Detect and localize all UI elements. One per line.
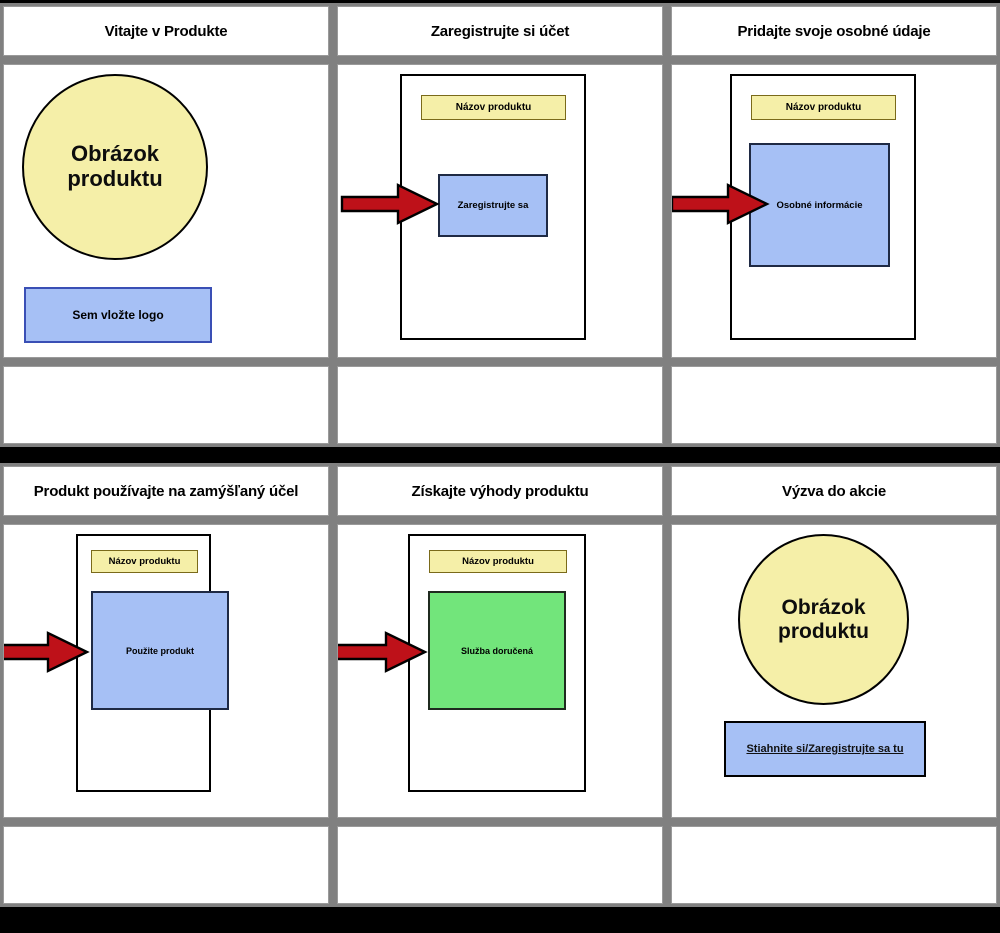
- logo-placeholder-box: Sem vložte logo: [24, 287, 212, 343]
- panel-2[interactable]: Zaregistrujte si účet Názov produktu Zar…: [337, 6, 663, 444]
- panel-1-art[interactable]: Obrázok produktu Sem vložte logo: [3, 64, 329, 358]
- panel-4-title: Produkt používajte na zamýšľaný účel: [33, 482, 299, 500]
- product-name-bar: Názov produktu: [429, 550, 567, 573]
- panel-2-title-cell: Zaregistrujte si účet: [337, 6, 663, 56]
- panel-2-art[interactable]: Názov produktu Zaregistrujte sa: [337, 64, 663, 358]
- cta-download-register-label: Stiahnite si/Zaregistrujte sa tu: [746, 743, 904, 755]
- panel-1-caption-cell[interactable]: [3, 366, 329, 444]
- product-name-bar-label: Názov produktu: [785, 102, 862, 113]
- panel-3-caption-cell[interactable]: [671, 366, 997, 444]
- panel-3-art[interactable]: Názov produktu Osobné informácie: [671, 64, 997, 358]
- panel-2-title: Zaregistrujte si účet: [430, 22, 570, 40]
- service-delivered-screen-box[interactable]: Služba doručená: [428, 591, 566, 710]
- product-name-bar: Názov produktu: [421, 95, 566, 120]
- logo-placeholder-label: Sem vložte logo: [72, 308, 164, 322]
- use-product-screen-box[interactable]: Použite produkt: [91, 591, 229, 710]
- product-image-circle: Obrázok produktu: [22, 74, 208, 260]
- product-image-circle: Obrázok produktu: [738, 534, 909, 705]
- product-name-bar: Názov produktu: [751, 95, 896, 120]
- product-name-bar-label: Názov produktu: [108, 556, 181, 567]
- product-image-circle-label: Obrázok produktu: [67, 141, 163, 191]
- storyboard-row-1: Vitajte v Produkte Obrázok produktu Sem …: [0, 3, 1000, 447]
- panel-5-title-cell: Získajte výhody produktu: [337, 466, 663, 516]
- flow-arrow-icon: [672, 183, 770, 225]
- panel-4-caption-cell[interactable]: [3, 826, 329, 904]
- panel-5-title: Získajte výhody produktu: [411, 482, 589, 500]
- panel-4-title-cell: Produkt používajte na zamýšľaný účel: [3, 466, 329, 516]
- personal-info-screen-label: Osobné informácie: [776, 199, 863, 211]
- signup-screen-box[interactable]: Zaregistrujte sa: [438, 174, 548, 237]
- panel-4[interactable]: Produkt používajte na zamýšľaný účel Náz…: [3, 466, 329, 904]
- panel-6-art[interactable]: Obrázok produktu Stiahnite si/Zaregistru…: [671, 524, 997, 818]
- panel-3-title-cell: Pridajte svoje osobné údaje: [671, 6, 997, 56]
- use-product-screen-label: Použite produkt: [126, 645, 194, 656]
- panel-1-title: Vitajte v Produkte: [104, 22, 228, 40]
- panel-2-caption-cell[interactable]: [337, 366, 663, 444]
- product-name-bar: Názov produktu: [91, 550, 198, 573]
- panel-3-title: Pridajte svoje osobné údaje: [737, 22, 931, 40]
- flow-arrow-icon: [340, 183, 440, 225]
- panel-6[interactable]: Výzva do akcie Obrázok produktu Stiahnit…: [671, 466, 997, 904]
- cta-download-register-button[interactable]: Stiahnite si/Zaregistrujte sa tu: [724, 721, 926, 777]
- panel-5-caption-cell[interactable]: [337, 826, 663, 904]
- signup-screen-label: Zaregistrujte sa: [457, 200, 529, 211]
- product-name-bar-label: Názov produktu: [455, 102, 532, 113]
- flow-arrow-icon: [4, 631, 90, 673]
- panel-5-art[interactable]: Názov produktu Služba doručená: [337, 524, 663, 818]
- product-name-bar-label: Názov produktu: [462, 556, 534, 567]
- panel-6-title-cell: Výzva do akcie: [671, 466, 997, 516]
- service-delivered-screen-label: Služba doručená: [460, 645, 533, 656]
- personal-info-screen-box[interactable]: Osobné informácie: [749, 143, 890, 267]
- storyboard-row-2: Produkt používajte na zamýšľaný účel Náz…: [0, 463, 1000, 907]
- panel-6-caption-cell[interactable]: [671, 826, 997, 904]
- flow-arrow-icon: [338, 631, 428, 673]
- product-image-circle-label: Obrázok produktu: [778, 595, 869, 643]
- panel-1[interactable]: Vitajte v Produkte Obrázok produktu Sem …: [3, 6, 329, 444]
- panel-4-art[interactable]: Názov produktu Použite produkt: [3, 524, 329, 818]
- panel-1-title-cell: Vitajte v Produkte: [3, 6, 329, 56]
- panel-6-title: Výzva do akcie: [782, 482, 886, 500]
- panel-3[interactable]: Pridajte svoje osobné údaje Názov produk…: [671, 6, 997, 444]
- panel-5[interactable]: Získajte výhody produktu Názov produktu …: [337, 466, 663, 904]
